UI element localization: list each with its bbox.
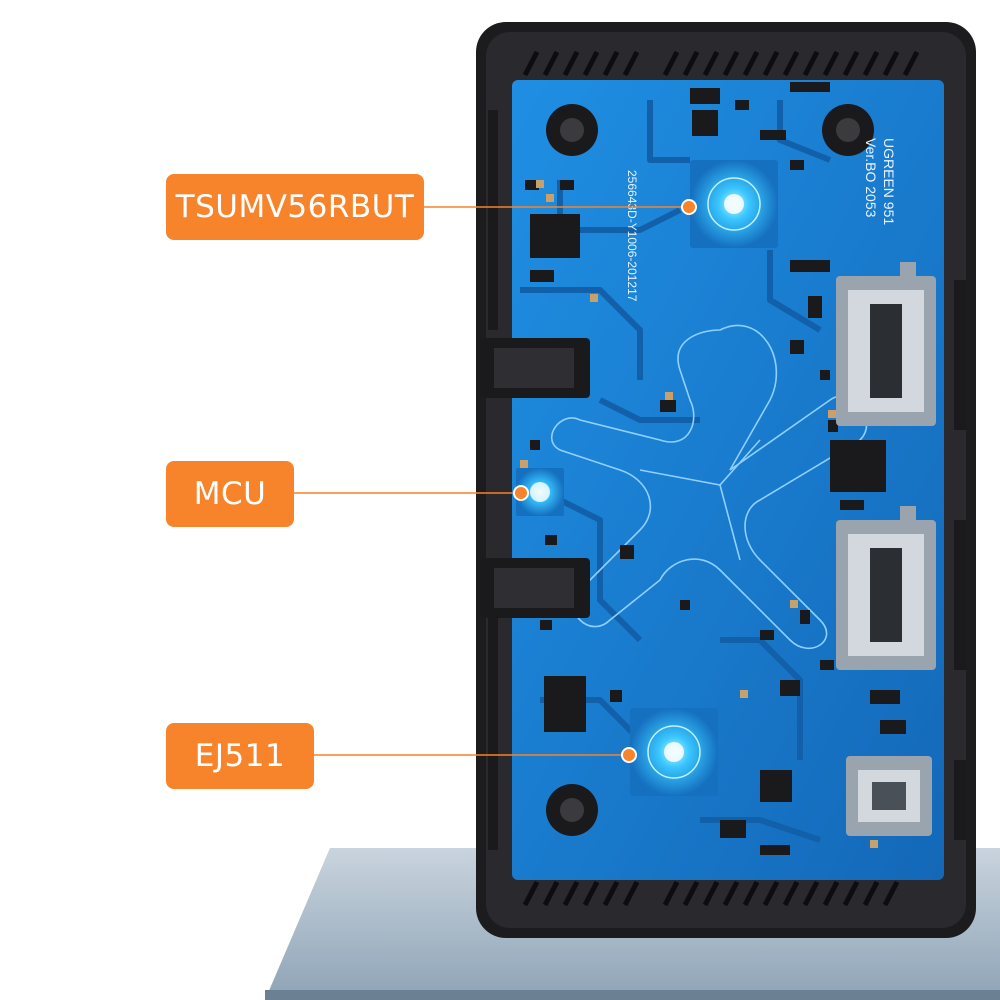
callout-leaders — [294, 199, 697, 763]
callout-label-tsumv56rbut: TSUMV56RBUT — [166, 174, 424, 240]
chip-ej511 — [630, 708, 718, 796]
board-brand-line1: UGREEN 951 — [881, 138, 897, 225]
hdmi-port-2 — [836, 506, 936, 670]
usb-c-port — [846, 756, 932, 836]
board-brand-line2: Ver.BO 2053 — [863, 138, 879, 218]
pcb-board: UGREEN 951 Ver.BO 2053 256643D-Y1006-201… — [480, 80, 944, 880]
board-part-number: 256643D-Y1006-201217 — [625, 170, 639, 302]
callout-label-ej511: EJ511 — [166, 723, 314, 789]
callout-label-mcu: MCU — [166, 461, 294, 527]
chip-mcu — [516, 468, 564, 516]
chip-tsumv56rbut — [690, 160, 778, 248]
hdmi-port-1 — [836, 262, 936, 426]
